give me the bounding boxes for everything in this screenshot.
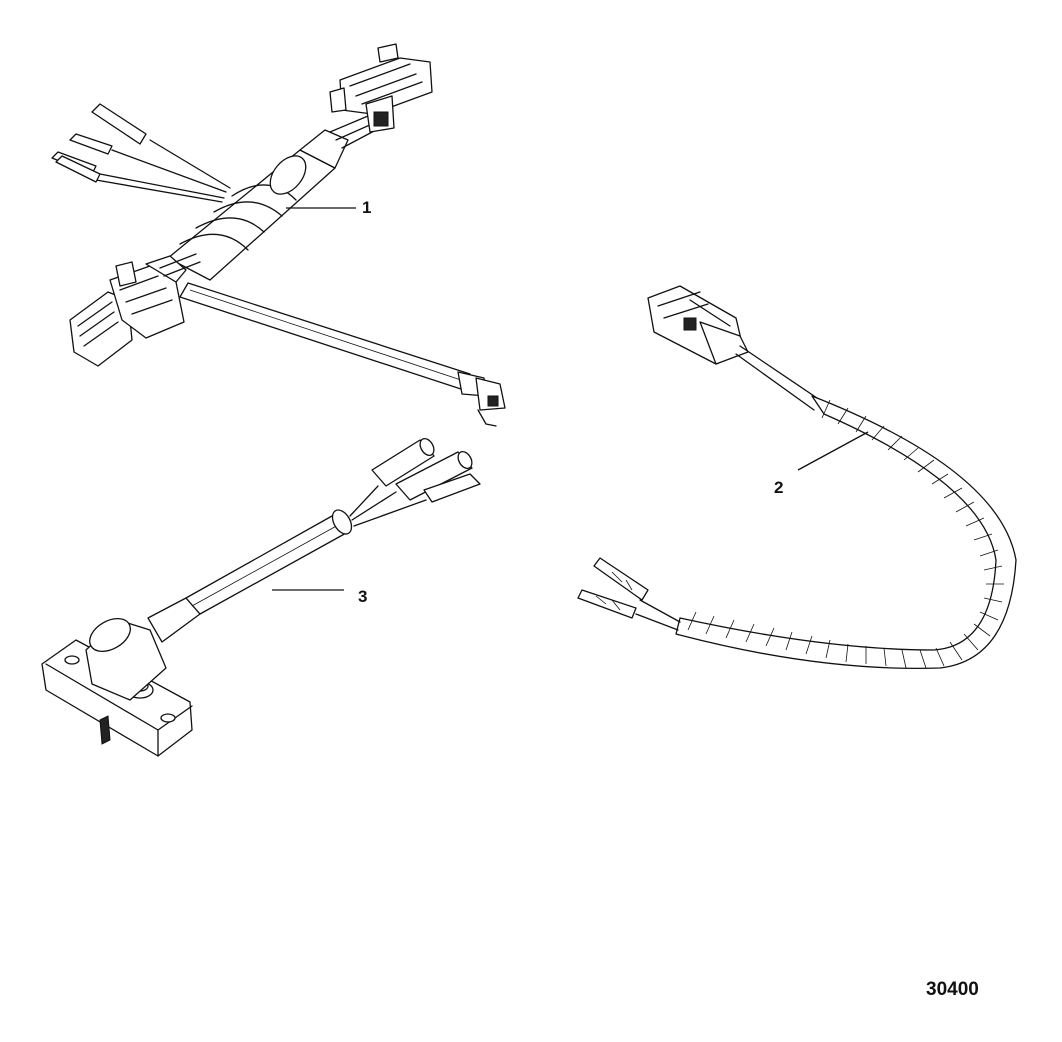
callout-label-2: 2 [774,478,784,497]
sensor-part-3 [41,437,481,757]
figure-number: 30400 [926,979,979,1000]
leader-line-2 [797,431,869,471]
callout-label-1: 1 [362,198,372,217]
callout-label-3: 3 [358,587,368,606]
harness-part-1 [51,43,506,427]
harness-part-2 [577,285,1017,670]
